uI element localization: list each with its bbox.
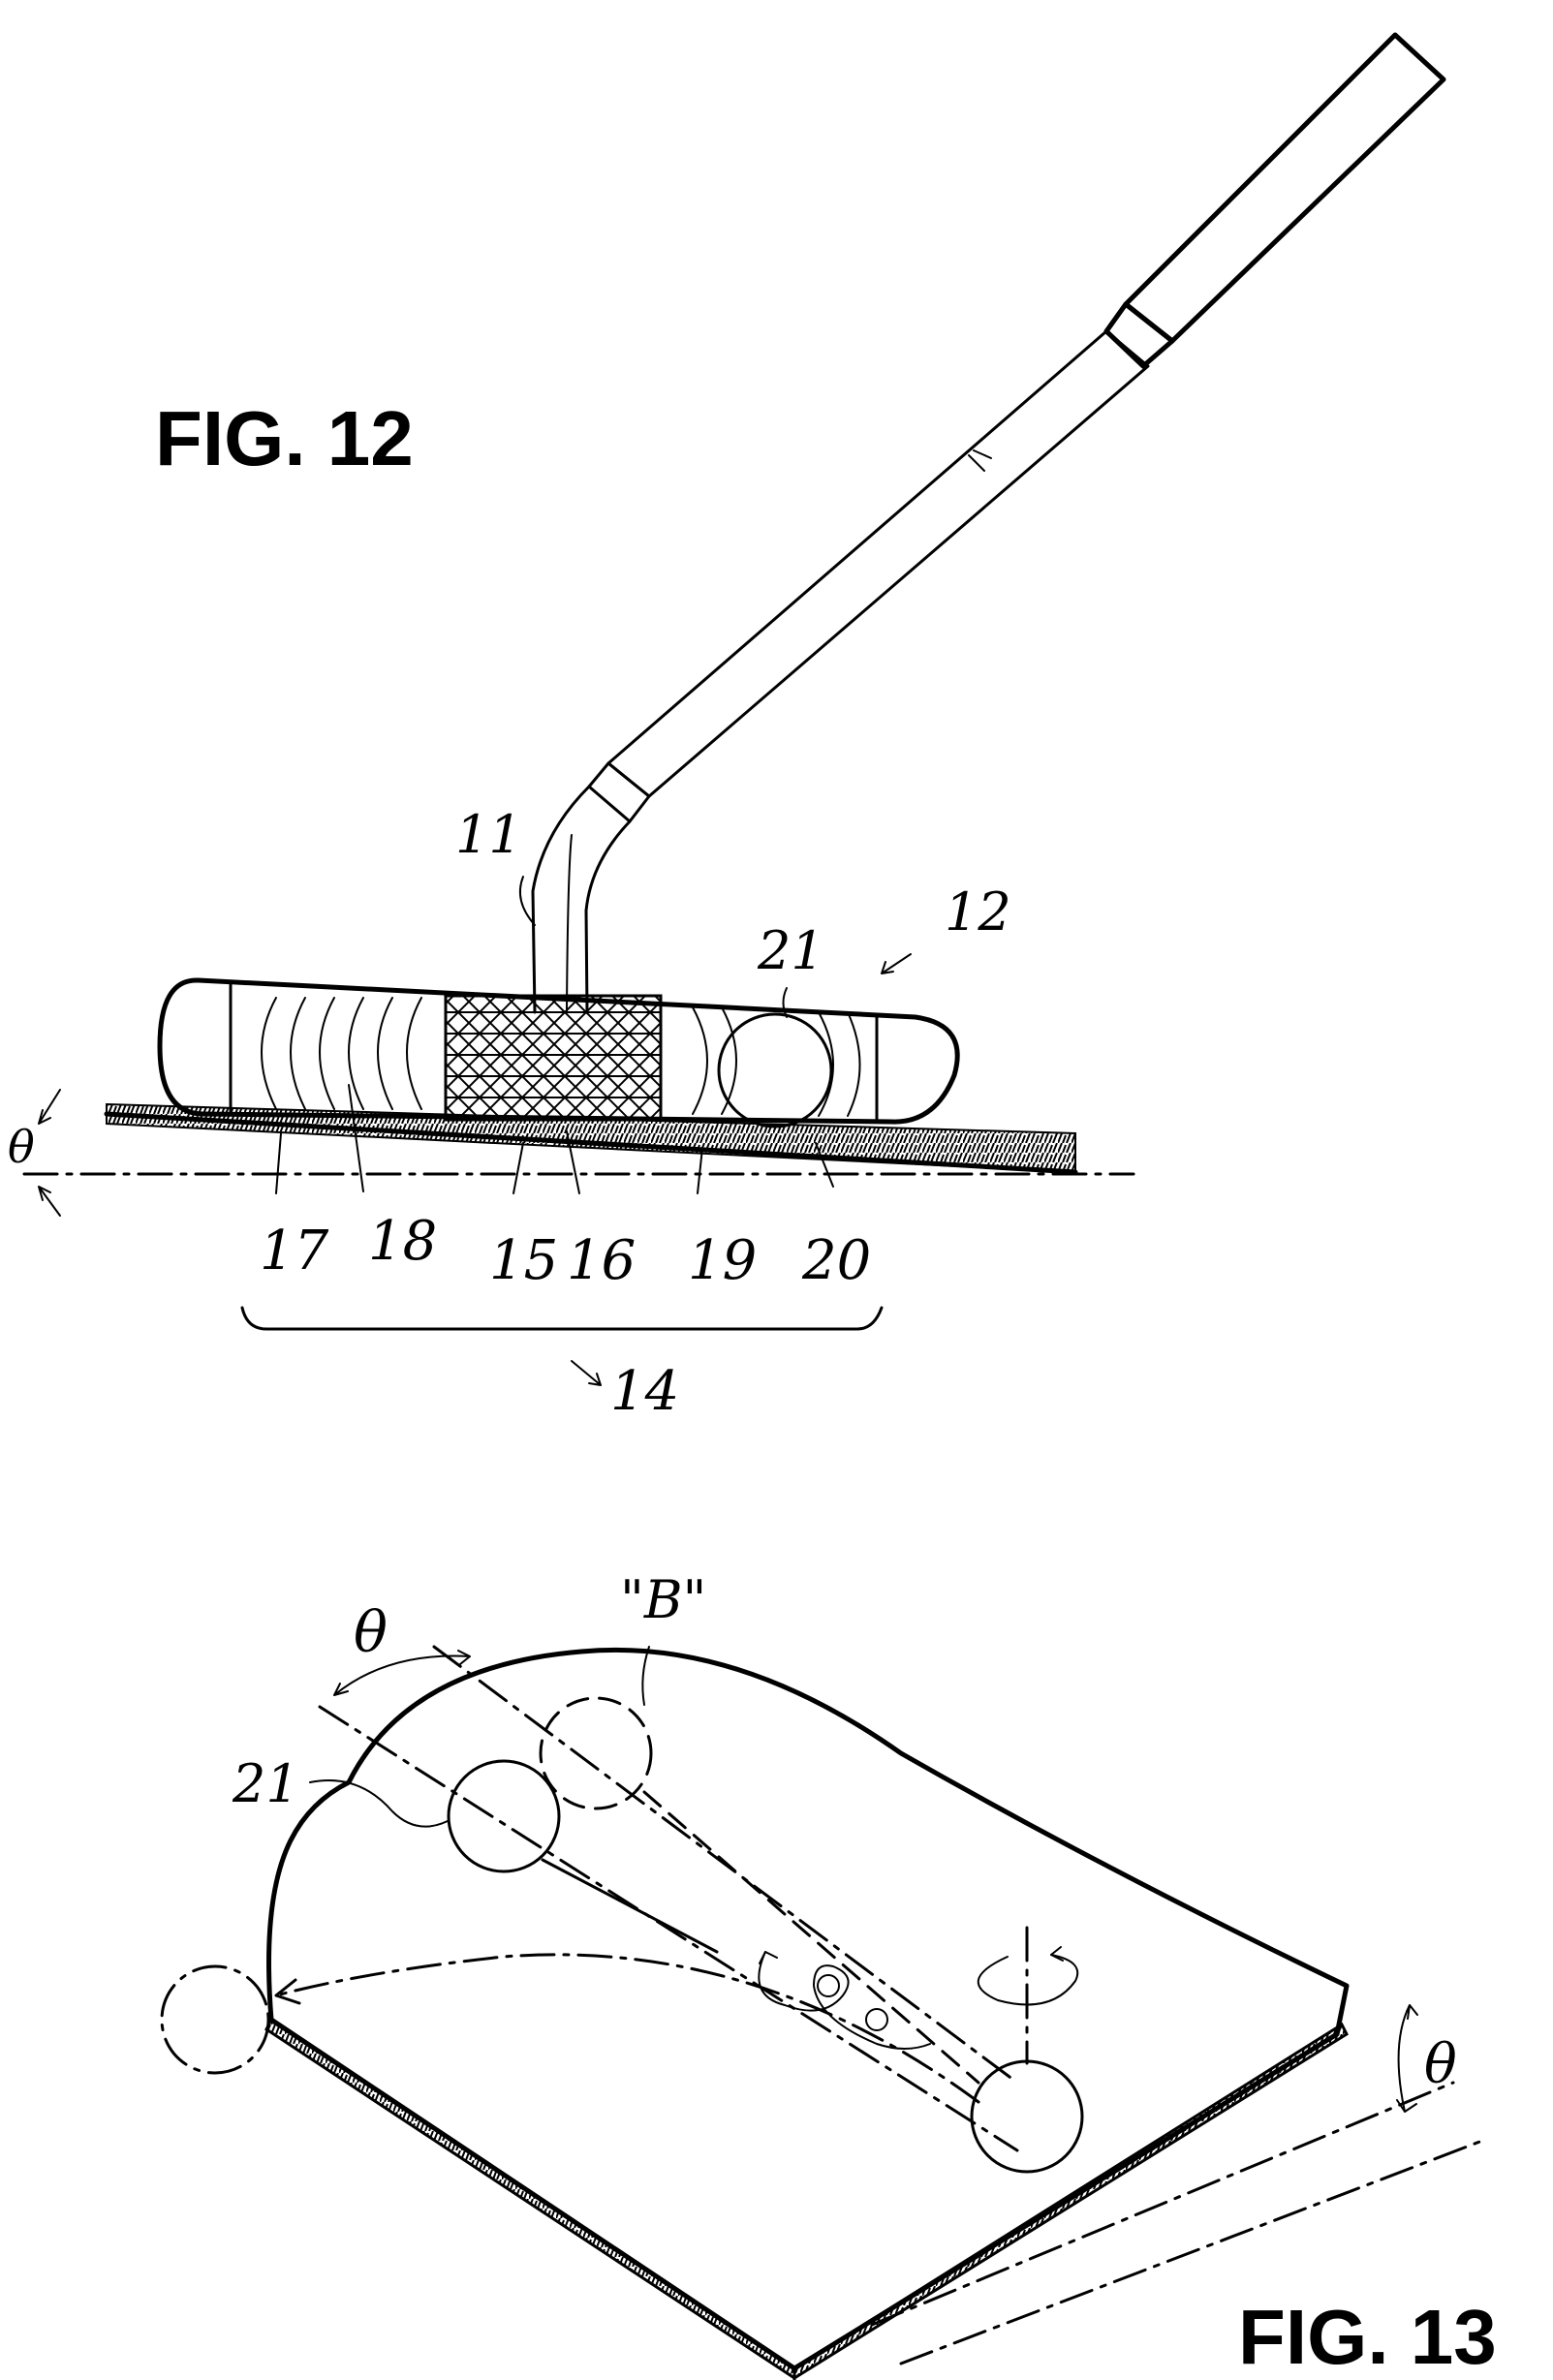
incline-reference-line-1: [872, 2083, 1453, 2325]
fig13-ref-b: "B": [620, 1569, 706, 1630]
leader-b: [642, 1647, 649, 1705]
skid-loop-2: [866, 2009, 887, 2030]
direction-line-1: [320, 1707, 1017, 2150]
ball-exit: [162, 1966, 268, 2073]
ref-17: 17: [260, 1220, 329, 1283]
ref-11: 11: [455, 804, 522, 865]
ref-19: 19: [688, 1229, 757, 1292]
ball-21: [449, 1761, 559, 1871]
putting-green-surface: [269, 1650, 1348, 2368]
ref-18: 18: [368, 1210, 437, 1273]
fig13-angle-right: θ: [1424, 2033, 1457, 2096]
fig13-title: FIG. 13: [1238, 2294, 1497, 2380]
angle-arrow-top: [39, 1090, 60, 1124]
fig12-title: FIG. 12: [155, 395, 414, 481]
leader-21: [310, 1780, 448, 1827]
fig12-angle-label: θ: [8, 1121, 35, 1173]
putter-shaft: [533, 35, 1444, 1012]
bracket-14: [242, 1308, 882, 1329]
ref-21: 21: [757, 920, 824, 981]
ref-14: 14: [610, 1360, 679, 1423]
fig13-angle-top: θ: [354, 1599, 388, 1665]
dashed-path: [644, 1792, 978, 2083]
skid-loop-1: [818, 1975, 839, 1996]
ref-16: 16: [567, 1229, 636, 1292]
figure-12: FIG. 12: [8, 35, 1444, 1423]
curved-roll-path: [276, 1955, 978, 2102]
figure-13: θ θ 21 "B" FIG. 13: [162, 1569, 1497, 2380]
ref-12: 12: [945, 881, 1011, 943]
ball-start: [972, 2061, 1082, 2172]
central-lattice-zone: [446, 996, 661, 1120]
angle-arrow-bottom: [39, 1187, 60, 1216]
left-arc-texture: [262, 998, 421, 1109]
green-edge-left: [266, 2020, 794, 2378]
angle-arrow-right: [1397, 2005, 1417, 2112]
putter-head: [160, 980, 957, 1127]
fig13-ref-21: 21: [232, 1753, 299, 1814]
solid-path-segment: [543, 1860, 717, 1952]
ref-20: 20: [801, 1229, 871, 1292]
right-arc-texture: [693, 1007, 860, 1116]
ref-15: 15: [489, 1229, 558, 1292]
ball-b-projected: [541, 1698, 651, 1808]
